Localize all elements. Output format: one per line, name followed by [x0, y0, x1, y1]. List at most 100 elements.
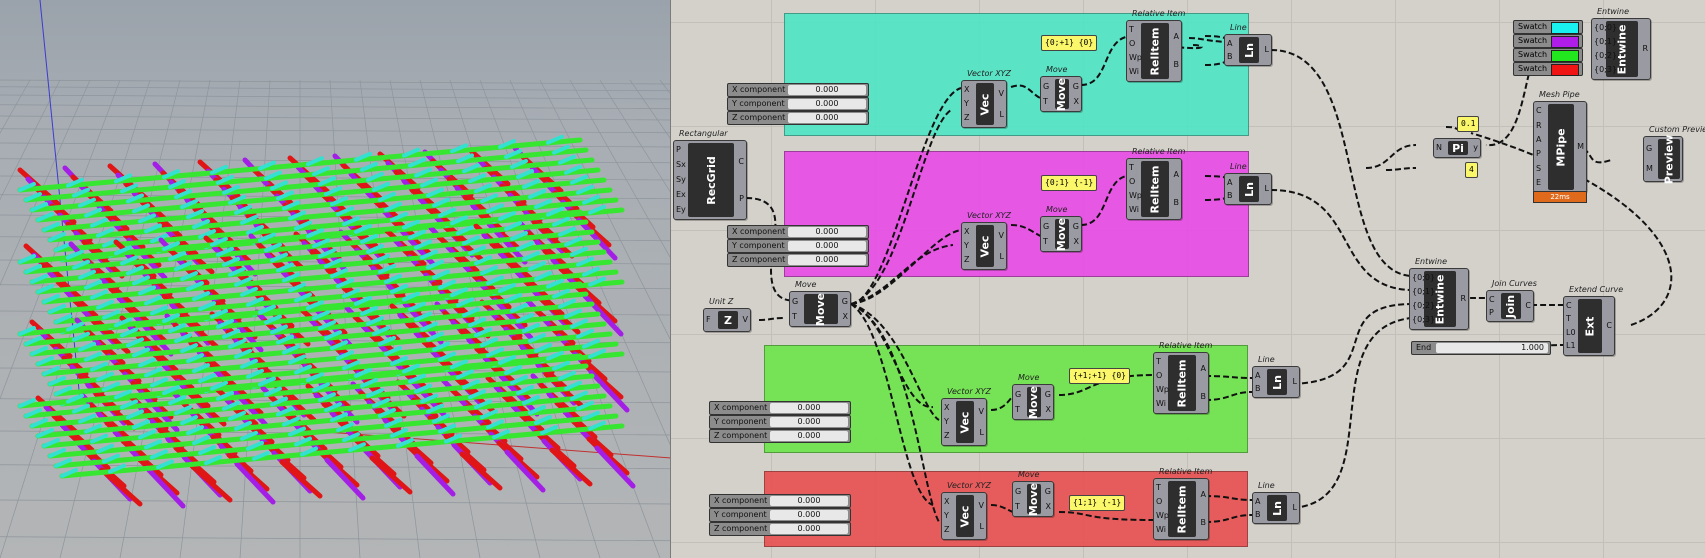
input-port[interactable]: Z: [964, 113, 970, 122]
input-port[interactable]: B: [1255, 509, 1261, 519]
output-port[interactable]: P: [739, 193, 744, 203]
entwine-main-component[interactable]: Entwine{0;0}{0;1}{0;2}{0;3}R: [1409, 268, 1469, 330]
input-port[interactable]: C: [1536, 106, 1542, 116]
input-port[interactable]: Wi: [1129, 67, 1139, 76]
input-port[interactable]: B: [1255, 383, 1261, 393]
output-port[interactable]: V: [998, 230, 1004, 240]
input-port[interactable]: Wp: [1156, 385, 1169, 394]
input-port[interactable]: L1: [1566, 341, 1576, 351]
swatch-green[interactable]: Swatch: [1513, 48, 1583, 62]
panel-offset-magenta[interactable]: {0;1} {-1}: [1041, 175, 1098, 191]
output-port[interactable]: L: [1292, 377, 1297, 386]
swatch-red[interactable]: Swatch: [1513, 62, 1583, 76]
input-port[interactable]: A: [1255, 370, 1261, 380]
input-port[interactable]: C: [1566, 300, 1572, 310]
output-port[interactable]: B: [1173, 198, 1180, 207]
input-port[interactable]: G: [1043, 221, 1050, 231]
input-port[interactable]: O: [1129, 39, 1136, 48]
input-port[interactable]: Wi: [1156, 399, 1166, 408]
input-port[interactable]: T: [1129, 163, 1134, 172]
input-port[interactable]: A: [1536, 134, 1542, 144]
panel-offset-green[interactable]: {+1;+1} {0}: [1069, 368, 1130, 384]
panel-pipe-radius[interactable]: 0.1: [1457, 116, 1480, 132]
input-port[interactable]: G: [1043, 81, 1050, 91]
input-port[interactable]: Y: [944, 417, 949, 426]
input-port[interactable]: Wp: [1129, 53, 1142, 62]
input-port[interactable]: F: [706, 315, 711, 324]
input-port[interactable]: A: [1227, 38, 1233, 48]
input-port[interactable]: G: [1015, 486, 1022, 496]
output-port[interactable]: L: [979, 427, 984, 437]
input-port[interactable]: Y: [944, 511, 949, 520]
input-port[interactable]: {0;1}: [1412, 287, 1436, 296]
input-port[interactable]: Wi: [1129, 205, 1139, 214]
input-port[interactable]: {0;2}: [1594, 51, 1618, 60]
input-port[interactable]: T: [1156, 357, 1161, 366]
input-port[interactable]: O: [1156, 497, 1163, 506]
input-port[interactable]: {0;3}: [1412, 315, 1436, 324]
output-port[interactable]: A: [1200, 490, 1206, 499]
output-port[interactable]: L: [979, 521, 984, 531]
output-port[interactable]: B: [1173, 60, 1180, 69]
rhino-viewport[interactable]: [0, 0, 671, 558]
input-port[interactable]: X: [944, 497, 950, 506]
input-port[interactable]: B: [1227, 51, 1233, 61]
output-port[interactable]: B: [1200, 518, 1207, 527]
output-port[interactable]: L: [999, 251, 1004, 261]
output-port[interactable]: C: [1525, 301, 1531, 310]
swatch-purple[interactable]: Swatch: [1513, 34, 1583, 48]
output-port[interactable]: C: [738, 156, 744, 166]
output-port[interactable]: G: [841, 296, 848, 306]
output-port[interactable]: C: [1606, 321, 1612, 330]
input-port[interactable]: {0;2}: [1412, 301, 1436, 310]
input-port[interactable]: {0;0}: [1594, 23, 1618, 32]
output-port[interactable]: G: [1044, 486, 1051, 496]
output-port[interactable]: A: [1173, 32, 1179, 41]
output-port[interactable]: R: [1642, 44, 1648, 53]
output-port[interactable]: X: [1073, 236, 1079, 246]
input-port[interactable]: T: [1043, 236, 1048, 246]
output-port[interactable]: X: [1045, 501, 1051, 511]
input-port[interactable]: G: [1015, 389, 1022, 399]
input-port[interactable]: {0;3}: [1594, 65, 1618, 74]
swatch-cyan[interactable]: Swatch: [1513, 20, 1583, 34]
input-port[interactable]: L0: [1566, 327, 1576, 337]
output-port[interactable]: V: [998, 88, 1004, 98]
input-port[interactable]: M: [1646, 164, 1653, 173]
panel-pipe-segments[interactable]: 4: [1465, 162, 1478, 178]
input-port[interactable]: T: [1129, 25, 1134, 34]
input-port[interactable]: T: [1156, 483, 1161, 492]
input-port[interactable]: {0;0}: [1412, 273, 1436, 282]
panel-offset-red[interactable]: {1;1} {-1}: [1069, 495, 1126, 511]
input-port[interactable]: Wi: [1156, 525, 1166, 534]
input-port[interactable]: Sx: [676, 160, 686, 170]
input-port[interactable]: X: [944, 403, 950, 412]
output-port[interactable]: G: [1072, 81, 1079, 91]
input-port[interactable]: B: [1227, 190, 1233, 200]
input-port[interactable]: X: [964, 85, 970, 94]
output-port[interactable]: V: [742, 315, 748, 324]
